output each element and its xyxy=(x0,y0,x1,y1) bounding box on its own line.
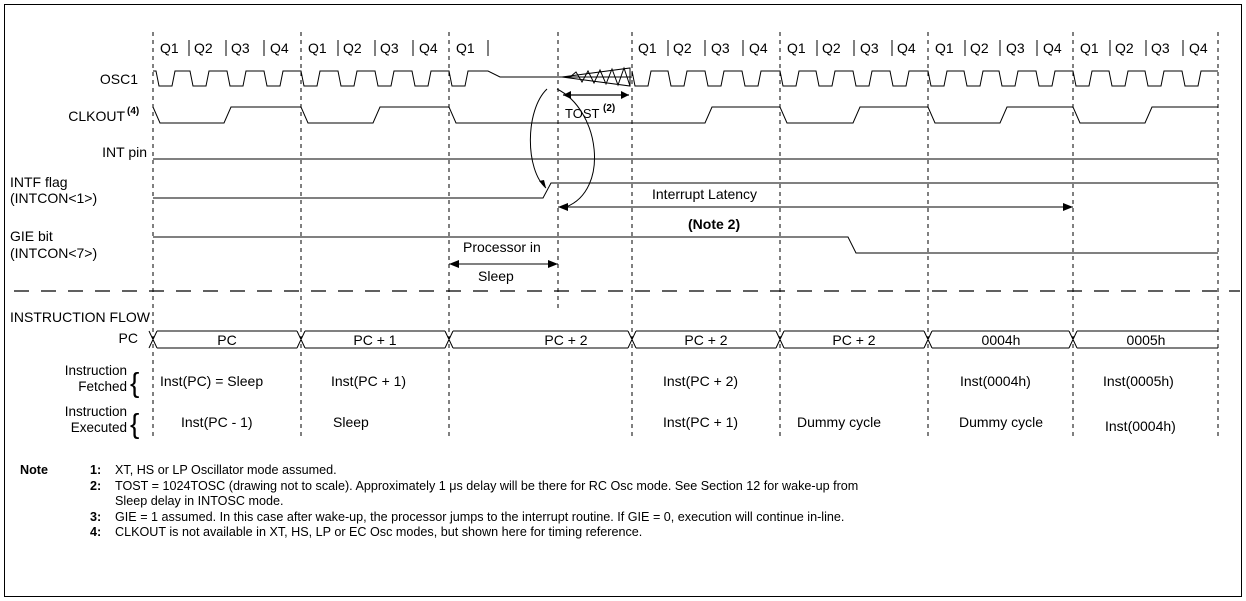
clkout-waveform xyxy=(152,106,1218,124)
note-number: 3: xyxy=(90,509,102,524)
note2-label: (Note 2) xyxy=(688,216,740,232)
intf-register-label: (INTCON<1>) xyxy=(10,190,97,206)
fetched-label-line2: Fetched xyxy=(78,379,127,394)
pc-value: PC + 2 xyxy=(684,332,727,348)
cycle-boundaries xyxy=(152,32,1219,440)
quarter-label: Q1 xyxy=(787,40,806,56)
osc1-waveform-after-wake xyxy=(631,70,1218,87)
quarter-label: Q3 xyxy=(1151,40,1170,56)
tost-note: (2) xyxy=(603,103,615,114)
int-pin-label: INT pin xyxy=(102,144,147,160)
osc1-label: OSC1 xyxy=(100,71,138,87)
fetched-label-line1: Instruction xyxy=(65,363,127,378)
quarter-label: Q4 xyxy=(419,40,438,56)
pc-value: PC + 2 xyxy=(832,332,875,348)
note-number: 4: xyxy=(90,525,102,540)
quarter-label: Q2 xyxy=(194,40,213,56)
fetched-instruction: Inst(0005h) xyxy=(1103,373,1174,389)
quarter-label: Q1 xyxy=(160,40,179,56)
note-text: XT, HS or LP Oscillator mode assumed. xyxy=(115,463,337,477)
pc-bus xyxy=(148,330,1218,349)
quarter-label: Q4 xyxy=(897,40,916,56)
pc-value: PC + 2 xyxy=(544,332,587,348)
executed-instruction: Inst(PC - 1) xyxy=(181,414,253,430)
note-row: Note 1: XT, HS or LP Oscillator mode ass… xyxy=(20,463,1240,479)
int-to-intf-arrow xyxy=(529,88,548,189)
gie-register-label: (INTCON<7>) xyxy=(10,245,97,261)
executed-instruction: Inst(PC + 1) xyxy=(663,414,738,430)
notes-section: Note 1: XT, HS or LP Oscillator mode ass… xyxy=(20,463,1240,541)
quarter-label: Q4 xyxy=(749,40,768,56)
clkout-note: (4) xyxy=(127,106,139,117)
interrupt-latency-label: Interrupt Latency xyxy=(652,186,757,202)
executed-label-line1: Instruction xyxy=(65,404,127,419)
quarter-label: Q1 xyxy=(935,40,954,56)
executed-instruction: Dummy cycle xyxy=(959,414,1043,430)
sleep-label: Sleep xyxy=(478,268,514,284)
executed-instruction: Inst(0004h) xyxy=(1105,418,1176,434)
arrowhead xyxy=(539,180,546,188)
note-number: 1: xyxy=(90,463,102,477)
quarter-label: Q2 xyxy=(1115,40,1134,56)
note-row: 3: GIE = 1 assumed. In this case after w… xyxy=(20,510,1240,526)
osc-startup-region xyxy=(561,66,631,87)
intf-flag-waveform xyxy=(153,182,1218,199)
note-text: TOST = 1024TOSC (drawing not to scale). … xyxy=(115,478,859,493)
instruction-flow-title: INSTRUCTION FLOW xyxy=(10,309,151,325)
executed-brace: { xyxy=(130,408,139,439)
tost-arrowheads xyxy=(563,91,629,99)
quarter-label: Q2 xyxy=(343,40,362,56)
fetched-instruction: Inst(0004h) xyxy=(960,373,1031,389)
intf-flag-label: INTF flag xyxy=(10,174,68,190)
notes-heading: Note xyxy=(20,463,48,477)
processor-in-label: Processor in xyxy=(463,239,541,255)
tost-label: TOST xyxy=(565,106,599,121)
executed-instruction: Dummy cycle xyxy=(797,414,881,430)
note-row: Sleep delay in INTOSC mode. xyxy=(20,494,1240,510)
quarter-label: Q1 xyxy=(1080,40,1099,56)
executed-label-line2: Executed xyxy=(71,420,127,435)
pc-value: 0004h xyxy=(982,332,1021,348)
quarter-labels: Q1 Q2 Q3 Q4 Q1 Q2 Q3 Q4 Q1 Q1 Q2 Q3 Q4 Q… xyxy=(160,40,1208,56)
quarter-label: Q4 xyxy=(270,40,289,56)
clkout-label: CLKOUT xyxy=(68,108,125,124)
gie-bit-waveform xyxy=(153,236,1218,254)
executed-instruction: Sleep xyxy=(333,414,369,430)
quarter-label: Q3 xyxy=(860,40,879,56)
quarter-label: Q3 xyxy=(231,40,250,56)
quarter-label: Q2 xyxy=(673,40,692,56)
pc-label: PC xyxy=(119,330,138,346)
note-text: GIE = 1 assumed. In this case after wake… xyxy=(115,509,845,524)
quarter-label: Q1 xyxy=(308,40,327,56)
quarter-separators xyxy=(188,40,1184,56)
fetched-instruction: Inst(PC + 1) xyxy=(331,373,406,389)
quarter-label: Q1 xyxy=(456,40,475,56)
quarter-label: Q2 xyxy=(970,40,989,56)
note-number: 2: xyxy=(90,478,102,493)
fetched-brace: { xyxy=(130,367,139,398)
quarter-label: Q4 xyxy=(1189,40,1208,56)
note-row: 4: CLKOUT is not available in XT, HS, LP… xyxy=(20,525,1240,541)
gie-bit-label: GIE bit xyxy=(10,228,53,244)
quarter-label: Q2 xyxy=(822,40,841,56)
quarter-label: Q1 xyxy=(638,40,657,56)
quarter-label: Q3 xyxy=(1006,40,1025,56)
quarter-label: Q3 xyxy=(711,40,730,56)
osc1-waveform xyxy=(153,70,632,87)
pc-value: PC + 1 xyxy=(353,332,396,348)
pc-value: 0005h xyxy=(1127,332,1166,348)
note-text: CLKOUT is not available in XT, HS, LP or… xyxy=(115,525,643,540)
note-row: 2: TOST = 1024TOSC (drawing not to scale… xyxy=(20,479,1240,495)
quarter-label: Q4 xyxy=(1043,40,1062,56)
fetched-instruction: Inst(PC + 2) xyxy=(663,373,738,389)
quarter-label: Q3 xyxy=(380,40,399,56)
fetched-instruction: Inst(PC) = Sleep xyxy=(160,373,263,389)
osc-to-latency-arrow xyxy=(556,88,595,208)
pc-value: PC xyxy=(217,332,236,348)
note-text: Sleep delay in INTOSC mode. xyxy=(115,494,284,509)
figure-border xyxy=(4,4,1242,597)
